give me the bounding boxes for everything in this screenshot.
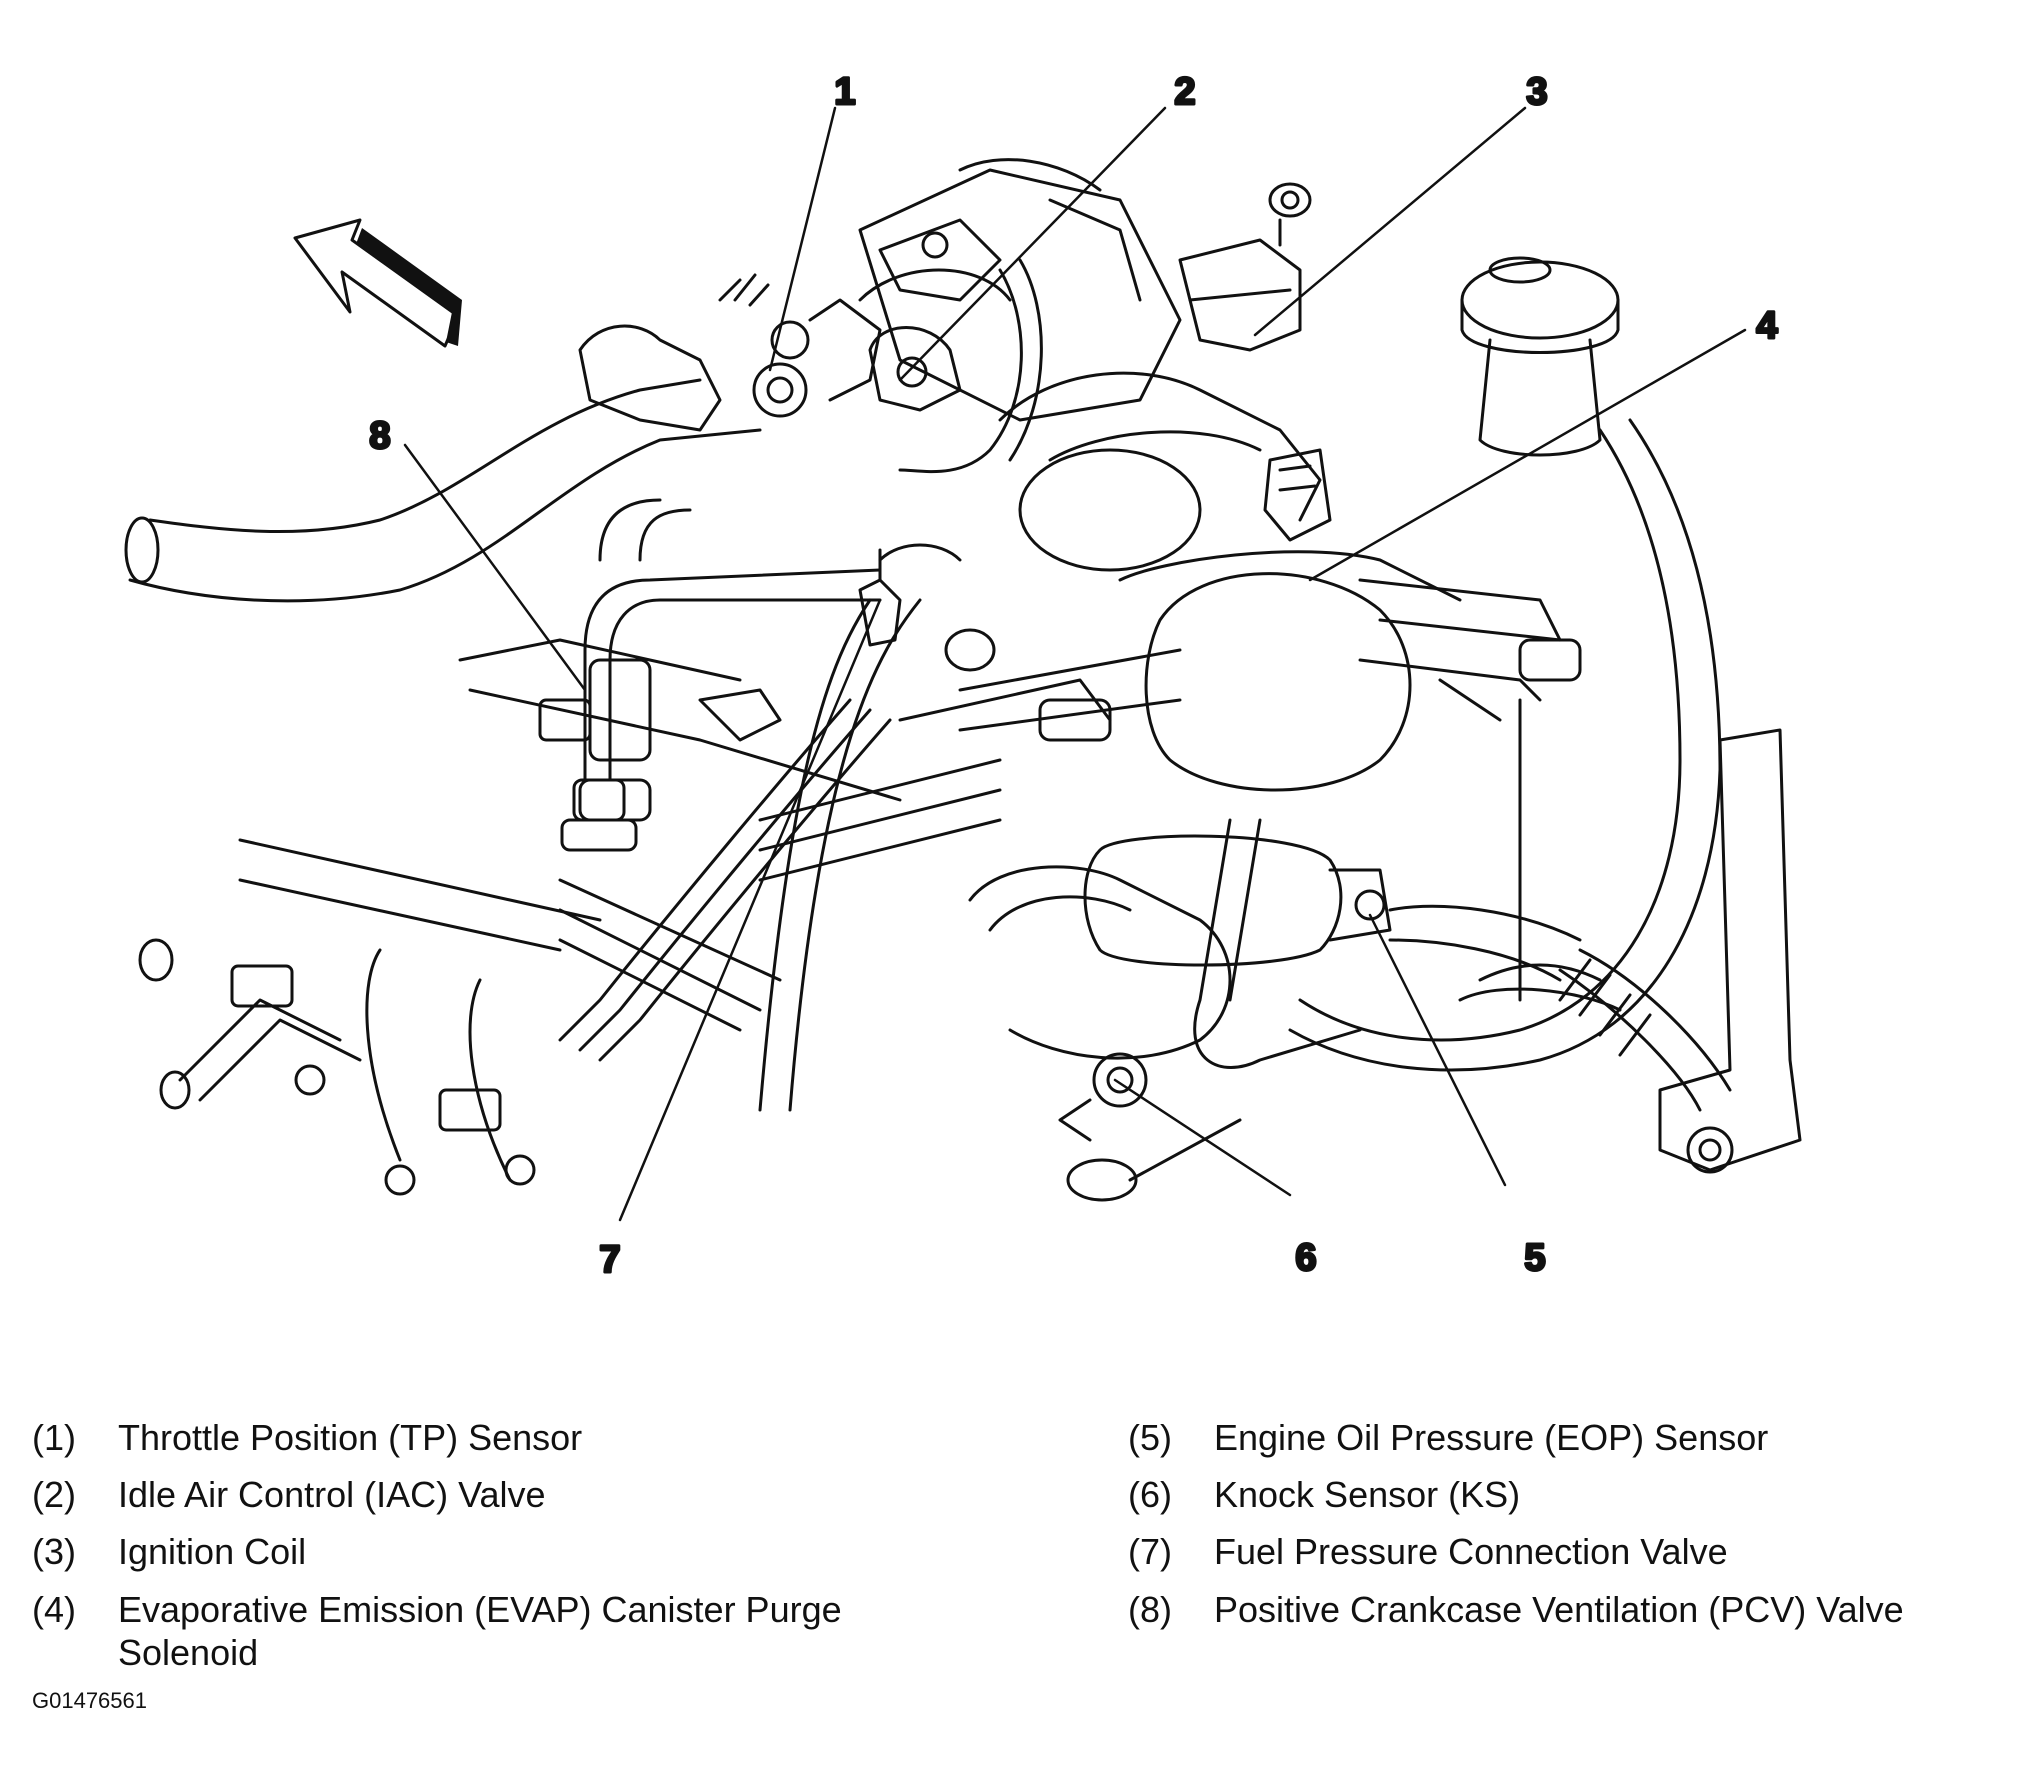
legend-number: (7)	[1128, 1531, 1172, 1573]
legend-number: (6)	[1128, 1474, 1172, 1516]
legend-label: Throttle Position (TP) Sensor	[118, 1417, 583, 1458]
fuel-pressure-valve	[558, 548, 902, 1062]
leader-line-7	[618, 598, 882, 1222]
legend-label: Idle Air Control (IAC) Valve	[118, 1474, 546, 1516]
iac-valve	[858, 258, 1043, 474]
legend-number: (2)	[32, 1474, 76, 1516]
throttle-body	[858, 158, 1182, 422]
leader-line-8	[403, 443, 587, 692]
callout-8: 8	[369, 415, 390, 457]
legend-label: Knock Sensor (KS)	[1214, 1474, 1521, 1516]
legend-right-column: (5) Engine Oil Pressure (EOP) Sensor (6)…	[1128, 1416, 2028, 1645]
legend-item: (4) Evaporative Emission (EVAP) Canister…	[32, 1588, 1032, 1674]
intake-hose	[124, 378, 762, 603]
knock-sensor	[968, 865, 1242, 1202]
callout-4: 4	[1756, 305, 1777, 347]
spark-plug-wires	[898, 578, 1582, 742]
legend-item: (6) Knock Sensor (KS)	[1128, 1473, 2028, 1516]
legend-item: (2) Idle Air Control (IAC) Valve	[32, 1473, 1032, 1516]
direction-arrow-icon	[293, 218, 462, 348]
callout-2: 2	[1174, 71, 1195, 113]
leader-line-4	[1308, 328, 1747, 582]
legend-label: Positive Crankcase Ventilation (PCV) Val…	[1214, 1588, 1904, 1630]
legend-item: (7) Fuel Pressure Connection Valve	[1128, 1530, 2028, 1573]
legend-label: Engine Oil Pressure (EOP) Sensor	[1214, 1417, 1769, 1458]
legend-number: (3)	[32, 1531, 76, 1573]
leader-line-6	[1113, 1078, 1292, 1197]
leader-line-5	[1368, 913, 1507, 1187]
ignition-coil	[1178, 182, 1312, 352]
sensor-harness	[1193, 818, 1582, 1069]
callout-5: 5	[1524, 1237, 1545, 1279]
legend-number: (4)	[32, 1588, 76, 1630]
lower-left-rail	[138, 688, 782, 1196]
legend-left-column: (1) Throttle Position (TP) Sensor (2) Id…	[32, 1416, 1032, 1688]
leader-line-2	[898, 106, 1167, 382]
evap-solenoid	[1263, 448, 1332, 542]
leader-lines	[403, 106, 1747, 1222]
legend-label: Ignition Coil	[118, 1531, 307, 1573]
leader-line-3	[1253, 106, 1527, 337]
legend-number: (5)	[1128, 1417, 1172, 1458]
legend-number: (8)	[1128, 1588, 1172, 1630]
pcv-valve	[560, 568, 882, 852]
legend-label: Fuel Pressure Connection Valve	[1214, 1531, 1728, 1573]
legend-number: (1)	[32, 1417, 76, 1458]
oil-pressure-sensor	[1083, 834, 1392, 967]
lower-engine	[458, 498, 1002, 1112]
legend-label: Evaporative Emission (EVAP) Canister Pur…	[118, 1588, 842, 1673]
distributor-body	[998, 371, 1462, 792]
legend-item: (8) Positive Crankcase Ventilation (PCV)…	[1128, 1588, 2028, 1631]
legend-item: (5) Engine Oil Pressure (EOP) Sensor	[1128, 1416, 2028, 1459]
legend-item: (1) Throttle Position (TP) Sensor	[32, 1416, 1032, 1459]
figure-id: G01476561	[32, 1688, 147, 1713]
reservoir-cap	[1460, 256, 1620, 457]
callout-3: 3	[1526, 71, 1547, 113]
callout-7: 7	[599, 1239, 620, 1281]
left-bracket	[578, 273, 882, 432]
callout-6: 6	[1295, 1237, 1316, 1279]
legend-item: (3) Ignition Coil	[32, 1530, 1032, 1573]
right-bracket	[1558, 728, 1802, 1174]
callout-1: 1	[834, 71, 855, 113]
leader-line-1	[768, 106, 837, 372]
engine-component-diagram: 1 2 3 4 5 6 7 8	[124, 70, 1802, 1283]
wiring-harness	[1288, 418, 1722, 1072]
